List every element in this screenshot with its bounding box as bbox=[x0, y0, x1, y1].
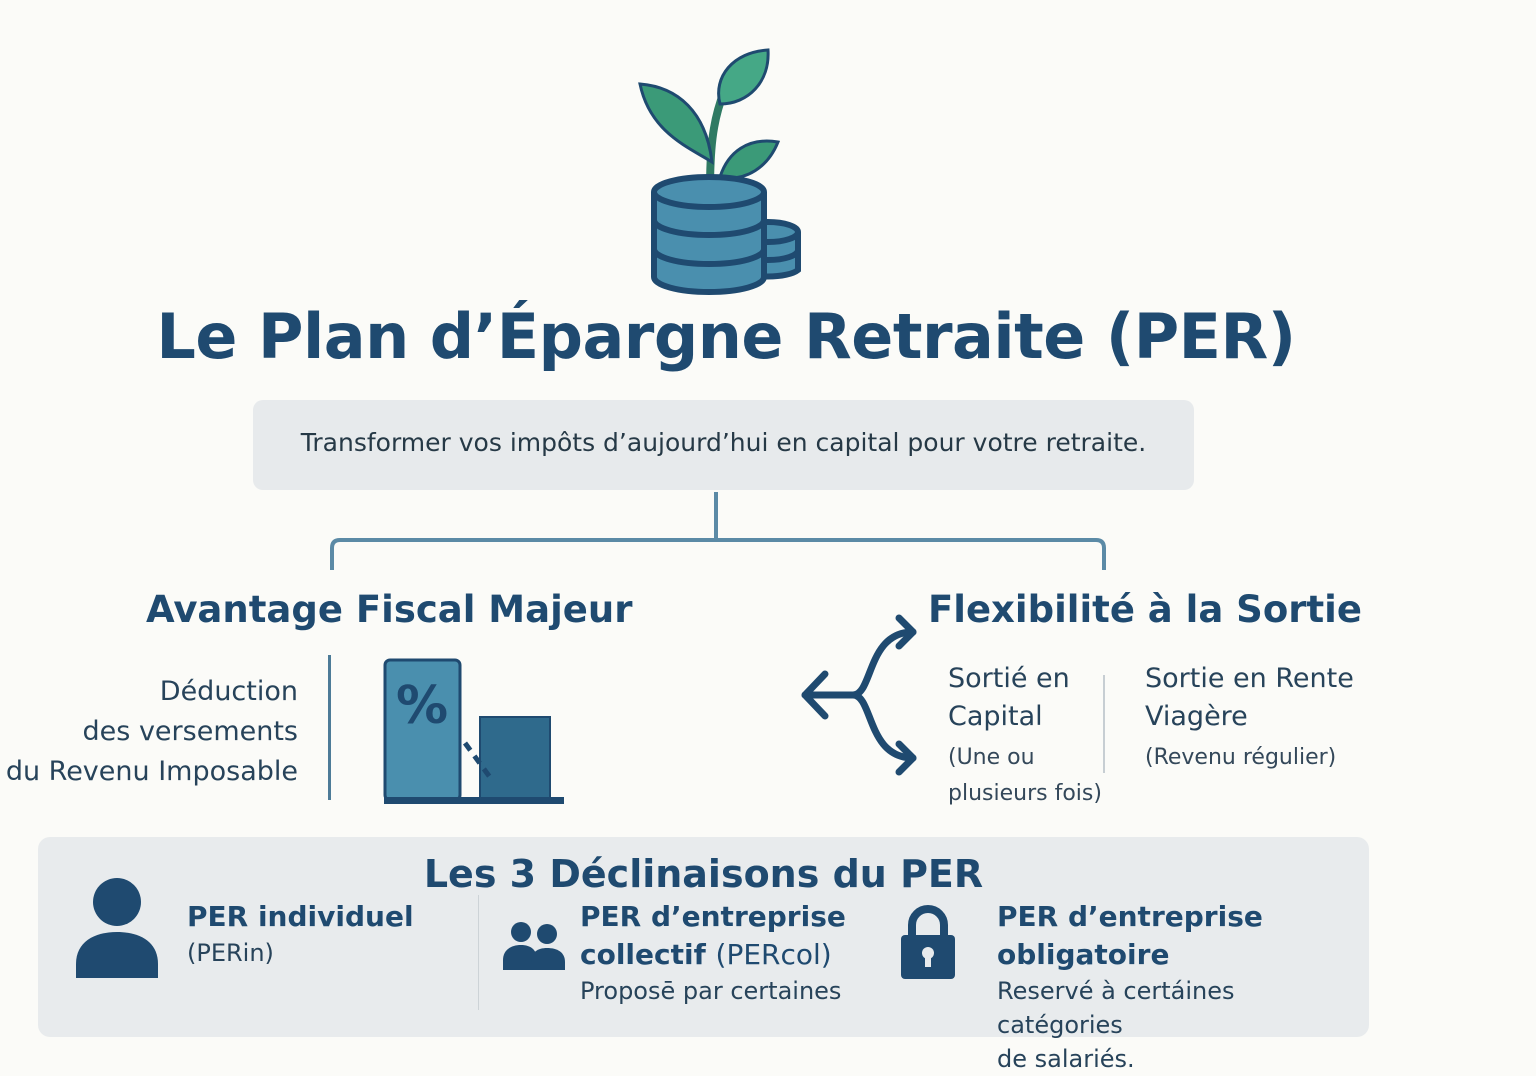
branch-connector bbox=[330, 492, 1106, 570]
page-title: Le Plan d’Épargne Retraite (PER) bbox=[156, 300, 1296, 373]
lock-icon bbox=[901, 905, 955, 979]
deduction-line: des versements bbox=[82, 716, 298, 747]
variant-obligatoire-name: PER d’entreprise obligatoire bbox=[997, 900, 1263, 971]
exit-flexibility-title: Flexibilité à la Sortie bbox=[928, 588, 1362, 631]
tagline: Transformer vos impôts d’aujourd’hui en … bbox=[300, 428, 1147, 457]
tagline-box: Transformer vos impôts d’aujourd’hui en … bbox=[253, 400, 1194, 490]
exit-rente-line2: Viagère bbox=[1145, 701, 1248, 732]
deduction-text: Déduction des versements du Revenu Impos… bbox=[6, 672, 298, 792]
exit-rente: Sortie en Rente Viagère (Revenu régulier… bbox=[1145, 660, 1385, 776]
percent-document-icon: % bbox=[383, 658, 564, 804]
variant-collectif-text: Proposē par certaines bbox=[580, 977, 842, 1005]
variant-individuel-name: PER individuel bbox=[187, 900, 414, 933]
variant-obligatoire-text: Reservé à certáines catégories bbox=[997, 977, 1235, 1039]
fiscal-advantage-title: Avantage Fiscal Majeur bbox=[146, 588, 633, 631]
fiscal-divider bbox=[328, 655, 331, 800]
exit-rente-note: (Revenu régulier) bbox=[1145, 745, 1337, 770]
variant-individuel: PER individuel (PERin) bbox=[187, 898, 414, 970]
group-icon bbox=[503, 922, 565, 970]
exit-capital-note: (Une ou bbox=[948, 745, 1035, 770]
branching-arrows-icon bbox=[801, 614, 917, 776]
exit-capital: Sortié en Capital (Une ou plusieurs fois… bbox=[948, 660, 1108, 812]
variant-collectif-name-text: collectif bbox=[580, 938, 716, 971]
variant-obligatoire-text: de salariés. bbox=[997, 1045, 1135, 1073]
person-icon bbox=[76, 878, 158, 978]
variant-collectif: PER d’entreprise collectif (PERcol) Prop… bbox=[580, 898, 870, 1008]
variants-title: Les 3 Déclinaisons du PER bbox=[423, 852, 984, 896]
exit-capital-line2: Capital bbox=[948, 701, 1043, 732]
variant-collectif-name: PER d’entreprise bbox=[580, 900, 846, 933]
exit-capital-note: plusieurs fois) bbox=[948, 781, 1102, 806]
deduction-line: du Revenu Imposable bbox=[5, 756, 298, 787]
variant-collectif-name-line2: collectif (PERcol) bbox=[580, 936, 870, 974]
exit-capital-line1: Sortié en bbox=[948, 663, 1070, 694]
variants-panel bbox=[38, 837, 1369, 1037]
variant-individuel-code: (PERin) bbox=[187, 939, 274, 967]
deduction-line: Déduction bbox=[159, 676, 298, 707]
variant-collectif-code: (PERcol) bbox=[715, 938, 832, 971]
exit-divider bbox=[1103, 675, 1105, 773]
variant-obligatoire: PER d’entreprise obligatoire Reservé à c… bbox=[997, 898, 1357, 1076]
plant-coins-icon bbox=[638, 48, 801, 295]
variant-divider bbox=[478, 895, 479, 1010]
percent-symbol: % bbox=[396, 676, 448, 736]
exit-rente-line1: Sortie en Rente bbox=[1145, 663, 1354, 694]
